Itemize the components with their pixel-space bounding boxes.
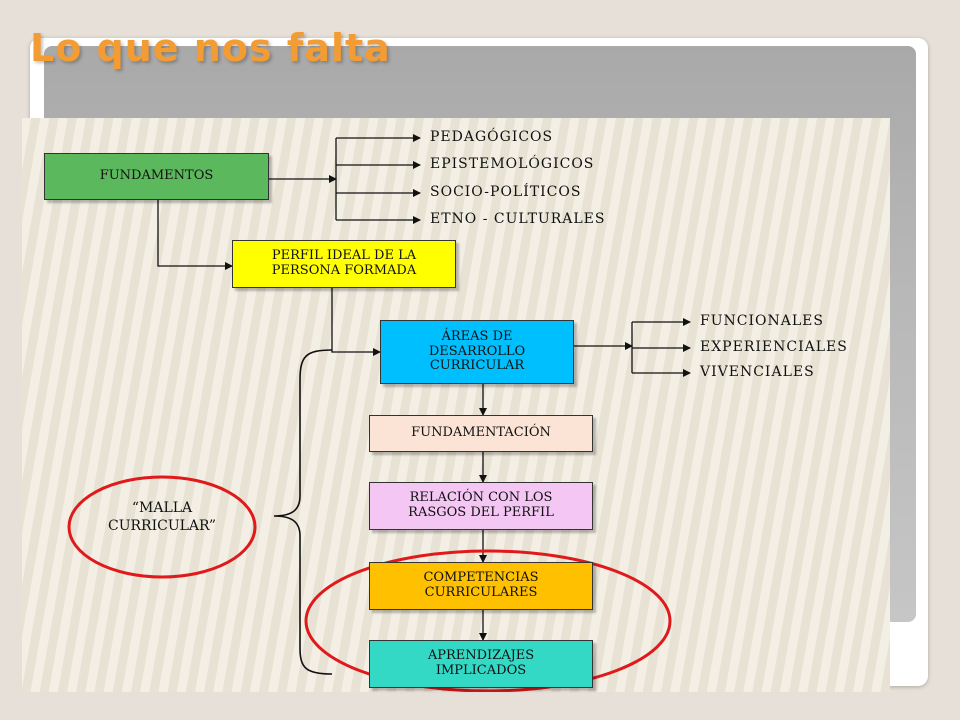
curly-brace xyxy=(273,349,333,675)
box-perfil: PERFIL IDEAL DE LA PERSONA FORMADA xyxy=(232,240,456,288)
label-etnoculturales: ETNO - CULTURALES xyxy=(430,211,606,227)
label-sociopoliticos: SOCIO-POLÍTICOS xyxy=(430,184,582,200)
diagram-image: FUNDAMENTOS PERFIL IDEAL DE LA PERSONA F… xyxy=(22,118,890,692)
box-areas: ÁREAS DE DESARROLLO CURRICULAR xyxy=(380,320,574,384)
malla-line-1: “MALLA xyxy=(131,500,193,516)
box-competencias: COMPETENCIAS CURRICULARES xyxy=(369,562,593,610)
box-aprendizajes: APRENDIZAJES IMPLICADOS xyxy=(369,640,593,688)
box-fundamentacion: FUNDAMENTACIÓN xyxy=(369,415,593,452)
label-experienciales: EXPERIENCIALES xyxy=(700,339,848,355)
box-fundamentos: FUNDAMENTOS xyxy=(44,153,269,200)
highlight-ellipse-competencias xyxy=(304,549,672,692)
label-vivenciales: VIVENCIALES xyxy=(700,364,815,380)
connector-lines xyxy=(67,134,691,692)
label-epistemologicos: EPISTEMOLÓGICOS xyxy=(430,156,595,172)
malla-curricular-label: “MALLA CURRICULAR” xyxy=(96,499,228,535)
label-funcionales: FUNCIONALES xyxy=(700,313,824,329)
arrow-fundamentos-perfil xyxy=(157,200,233,270)
page-title: Lo que nos falta xyxy=(30,26,391,70)
box-relacion: RELACIÓN CON LOS RASGOS DEL PERFIL xyxy=(369,482,593,530)
highlight-ellipse-malla xyxy=(67,475,257,579)
label-pedagogicos: PEDAGÓGICOS xyxy=(430,129,554,145)
arrow-perfil-areas xyxy=(331,288,381,356)
malla-line-2: CURRICULAR” xyxy=(108,518,216,535)
